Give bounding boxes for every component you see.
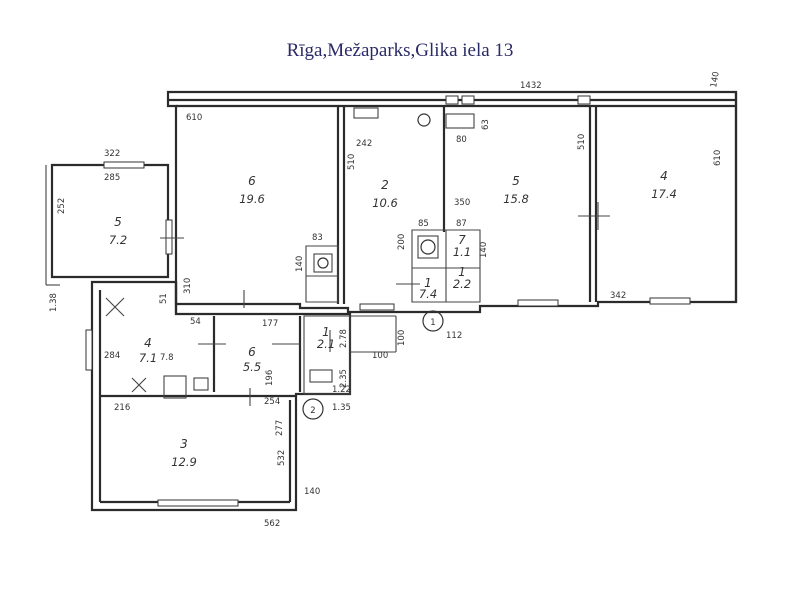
room-labels: 6 19.6 2 10.6 5 15.8 4 17.4 5 7.2 4 7.1 … (109, 169, 677, 469)
room-number: 1 (322, 325, 330, 339)
dimension-label: 1.35 (332, 403, 351, 413)
dimension-label: 54 (190, 317, 201, 327)
dimension-label: 2.78 (339, 329, 349, 348)
page-title: Rīga,Mežaparks,Glika iela 13 (286, 40, 514, 61)
room-area: 19.6 (239, 192, 265, 206)
room-area: 1.1 (453, 245, 471, 259)
room-area: 15.8 (503, 192, 529, 206)
dimension-label: 85 (418, 219, 429, 229)
dimension-label: 1432 (520, 81, 542, 91)
dimension-label: 100 (397, 330, 407, 346)
room-number: 7 (458, 233, 466, 247)
dimension-label: 196 (265, 370, 275, 386)
room-area: 2.1 (317, 337, 335, 351)
outer-walls (45, 90, 738, 512)
dimension-label: 510 (577, 134, 587, 150)
room-number: 4 (660, 169, 668, 183)
dimension-label: 284 (104, 351, 120, 361)
dimension-label: 51 (159, 293, 169, 304)
dimension-label: 510 (347, 154, 357, 170)
room-area: 7.2 (109, 233, 127, 247)
stair-marker-2-label: 2 (310, 406, 315, 416)
room-area: 7.1 (139, 351, 157, 365)
dimension-label: 532 (277, 450, 287, 466)
dimension-labels: 1432 140 610 242 510 350 610 510 342 322… (49, 71, 723, 529)
room-area: 5.5 (243, 360, 261, 374)
dimension-label: 83 (312, 233, 323, 243)
room-number: 1 (458, 265, 466, 279)
dimension-label: 80 (456, 135, 467, 145)
stair-marker-1 (422, 310, 444, 332)
room-number: 2 (381, 178, 389, 192)
windows (85, 95, 691, 507)
dimension-label: 140 (479, 242, 489, 258)
dimension-label: 277 (275, 420, 285, 436)
dimension-label: 285 (104, 173, 120, 183)
dimension-label: 1.22 (332, 385, 351, 395)
dimension-label: 610 (713, 150, 723, 166)
dimension-label: 216 (114, 403, 130, 413)
room-area: 7.4 (419, 287, 437, 301)
dimension-label: 610 (186, 113, 202, 123)
dimension-label: 100 (372, 351, 388, 361)
dimension-label: 1.38 (49, 293, 59, 312)
room-area: 12.9 (171, 455, 197, 469)
dimension-label: 254 (264, 397, 280, 407)
room-number: 5 (114, 215, 122, 229)
dimension-label: 242 (356, 139, 372, 149)
room-area: 17.4 (651, 187, 677, 201)
dimension-label: 7.8 (160, 353, 174, 363)
fixtures (163, 107, 475, 399)
dimension-label: 310 (183, 278, 193, 294)
dimension-label: 112 (446, 331, 462, 341)
room-area: 10.6 (372, 196, 398, 210)
dimension-label: 200 (397, 234, 407, 250)
dimension-label: 342 (610, 291, 626, 301)
dimension-label: 177 (262, 319, 278, 329)
stair-marker-1-label: 1 (430, 318, 435, 328)
dimension-label: 252 (57, 198, 67, 214)
room-number: 1 (424, 276, 432, 290)
room-number: 4 (144, 336, 152, 350)
dimension-label: 322 (104, 149, 120, 159)
room-area: 2.2 (453, 277, 471, 291)
dimension-label: 140 (295, 256, 305, 272)
room-number: 3 (180, 437, 188, 451)
dimension-label: 2.35 (339, 369, 349, 388)
dimension-label: 140 (304, 487, 320, 497)
dimension-label: 562 (264, 519, 280, 529)
room-number: 5 (512, 174, 520, 188)
door-marks (105, 202, 610, 406)
dimension-label: 63 (481, 119, 491, 130)
dimension-label: 350 (454, 198, 470, 208)
room-number: 6 (248, 345, 256, 359)
dimension-label: 87 (456, 219, 467, 229)
stair-markers: 1 2 (302, 310, 444, 420)
room-number: 6 (248, 174, 256, 188)
dimension-label: 140 (709, 71, 722, 89)
stair-marker-2 (302, 398, 324, 420)
